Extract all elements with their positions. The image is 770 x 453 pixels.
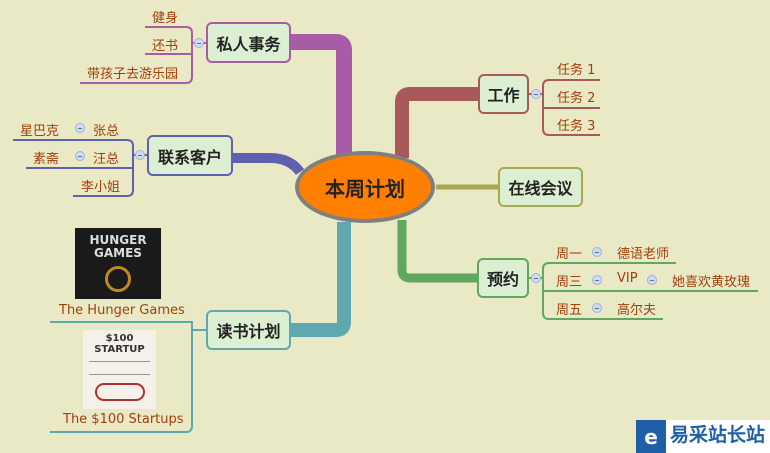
leaf-client-li[interactable]: 李小姐 (81, 180, 121, 195)
leaf-100-startup[interactable]: The $100 Startups (63, 412, 184, 427)
leaf-golf[interactable]: 高尔夫 (617, 303, 657, 318)
topic-label: 工作 (487, 86, 520, 105)
topic-label: 读书计划 (216, 322, 281, 341)
topic-label: 联系客户 (157, 147, 222, 167)
leaf-starbucks[interactable]: 星巴克 (20, 124, 60, 139)
collapse-icon[interactable] (592, 275, 602, 285)
leaf-vip[interactable]: VIP (617, 271, 638, 286)
cover-title: $100 STARTUP (94, 333, 145, 355)
logo-icon: e (636, 420, 666, 453)
topic-appointment[interactable]: 预约 (477, 258, 529, 298)
collapse-icon[interactable] (194, 38, 204, 48)
mockingjay-icon (105, 266, 131, 292)
watermark-logo: e 易采站长站 (636, 420, 770, 453)
bicycle-icon (94, 383, 145, 401)
leaf-task-1[interactable]: 任务 1 (557, 63, 596, 78)
topic-work[interactable]: 工作 (478, 74, 529, 114)
collapse-icon[interactable] (647, 275, 657, 285)
collapse-icon[interactable] (75, 151, 85, 161)
leaf-hunger-games[interactable]: The Hunger Games (59, 303, 185, 318)
leaf-task-3[interactable]: 任务 3 (557, 119, 596, 134)
topic-private[interactable]: 私人事务 (206, 22, 291, 63)
leaf-monday[interactable]: 周一 (556, 247, 583, 262)
leaf-return-book[interactable]: 还书 (152, 39, 179, 54)
leaf-vegetarian[interactable]: 素斋 (33, 152, 60, 167)
100-startup-cover-image: $100 STARTUP (83, 330, 156, 409)
cover-title: HUNGER GAMES (89, 233, 147, 260)
central-topic-label: 本周计划 (325, 176, 405, 201)
collapse-icon[interactable] (531, 89, 541, 99)
topic-online-meeting[interactable]: 在线会议 (498, 167, 583, 207)
leaf-client-wang[interactable]: 汪总 (93, 152, 120, 167)
leaf-fitness[interactable]: 健身 (152, 11, 179, 26)
leaf-client-zhang[interactable]: 张总 (93, 124, 120, 139)
topic-label: 在线会议 (508, 179, 573, 198)
leaf-yellow-roses[interactable]: 她喜欢黄玫瑰 (672, 275, 751, 290)
collapse-icon[interactable] (531, 273, 541, 283)
leaf-task-2[interactable]: 任务 2 (557, 91, 596, 106)
leaf-amusement-park[interactable]: 带孩子去游乐园 (87, 67, 179, 82)
collapse-icon[interactable] (592, 303, 602, 313)
cover-subtitle-lines (89, 361, 150, 375)
topic-label: 私人事务 (216, 34, 281, 54)
leaf-friday[interactable]: 周五 (556, 303, 583, 318)
leaf-german-teacher[interactable]: 德语老师 (617, 247, 670, 262)
topic-label: 预约 (486, 270, 519, 289)
collapse-icon[interactable] (75, 123, 85, 133)
watermark-text: 易采站长站 (670, 424, 766, 446)
topic-clients[interactable]: 联系客户 (147, 135, 233, 176)
collapse-icon[interactable] (135, 150, 145, 160)
collapse-icon[interactable] (592, 247, 602, 257)
central-topic[interactable]: 本周计划 (295, 151, 435, 223)
leaf-wednesday[interactable]: 周三 (556, 275, 583, 290)
topic-reading[interactable]: 读书计划 (206, 310, 291, 350)
hunger-games-cover-image: HUNGER GAMES (75, 228, 161, 299)
